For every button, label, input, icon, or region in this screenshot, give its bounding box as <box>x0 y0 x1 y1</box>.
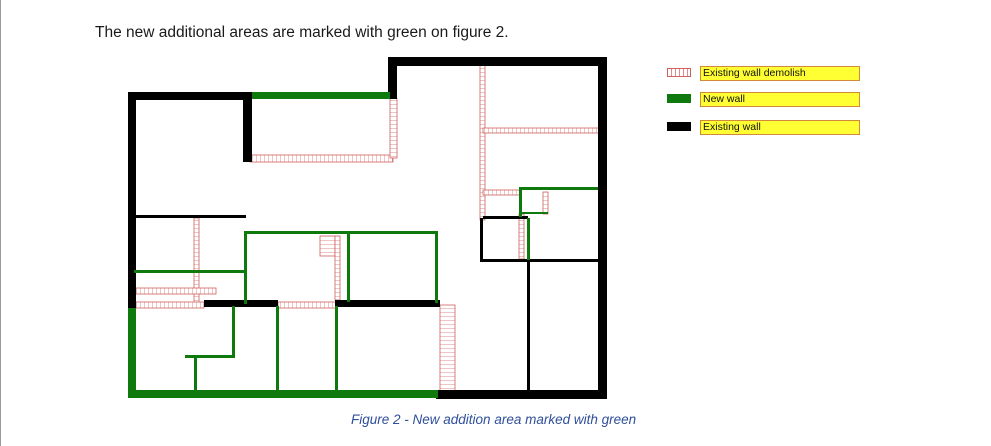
new-wall-swatch <box>667 94 691 103</box>
new-wall-right-vertical <box>519 187 522 217</box>
demolish-wall-top-horizontal <box>249 154 394 163</box>
new-wall-top <box>252 92 390 99</box>
existing-wall-inner-left-vertical <box>243 92 252 162</box>
new-wall-right-room-vertical <box>527 218 530 260</box>
existing-walls <box>128 57 607 399</box>
demolish-wall-right-vertical <box>479 61 486 221</box>
existing-wall-inner-lower-mid <box>335 300 440 307</box>
figure-caption: Figure 2 - New addition area marked with… <box>351 412 637 427</box>
demolish-wall-lower-left <box>135 301 205 309</box>
new-wall-bottom-horizontal-small <box>185 355 235 358</box>
new-wall-outer-bottom <box>128 390 438 398</box>
demolish-wall-bottom-vertical <box>439 304 456 394</box>
new-wall-bottom-vertical-2 <box>335 306 338 392</box>
demolish-wall-right-horizontal <box>482 127 601 134</box>
new-wall-center-right-vertical <box>435 231 438 303</box>
new-wall-center-mid-vertical <box>347 234 350 302</box>
existing-wall-outer-left <box>128 92 136 310</box>
existing-wall-right-mid-horizontal <box>483 216 528 219</box>
demolish-wall-upper-vertical <box>389 97 398 159</box>
new-wall-step-horizontal <box>522 212 548 214</box>
existing-wall-outer-right <box>598 57 607 399</box>
demolish-wall-step-vertical <box>542 191 549 215</box>
new-wall-bottom-vertical-4 <box>194 355 197 392</box>
legend-item-existing-wall: Existing wall <box>667 120 867 138</box>
demolish-wall-left-horizontal <box>135 287 217 295</box>
existing-wall-right-room-bottom <box>480 259 600 262</box>
demolish-walls <box>135 61 601 394</box>
legend-item-new-wall: New wall <box>667 92 867 110</box>
existing-wall-right-room-left <box>480 218 483 262</box>
existing-wall-outer-top-right <box>388 57 606 66</box>
existing-wall-inner-lower-left <box>204 300 278 307</box>
existing-wall-demolish-swatch <box>667 68 691 77</box>
demolish-wall-stair-block <box>319 235 336 257</box>
new-wall-bottom-vertical-1 <box>276 306 279 392</box>
existing-wall-left-mid <box>134 215 246 218</box>
legend-label-existing-wall-demolish: Existing wall demolish <box>700 66 860 81</box>
page-left-border <box>0 0 1 446</box>
new-wall-bottom-vertical-3 <box>232 306 235 358</box>
existing-wall-outer-bottom-right <box>436 390 607 399</box>
existing-wall-upper-block-left <box>388 57 397 99</box>
demolish-wall-stair-vertical <box>334 235 341 301</box>
legend-label-new-wall: New wall <box>700 92 860 107</box>
new-wall-center-left-vertical <box>244 231 247 304</box>
legend-label-existing-wall: Existing wall <box>700 120 860 135</box>
intro-paragraph: The new additional areas are marked with… <box>95 24 509 41</box>
existing-wall-outer-top-left <box>128 92 252 100</box>
demolish-wall-mid-horizontal <box>482 189 522 196</box>
new-wall-center-horizontal <box>244 231 438 234</box>
new-walls <box>128 92 598 398</box>
new-wall-outer-bottom-left <box>128 308 136 398</box>
demolish-wall-small-vertical <box>518 213 525 260</box>
new-wall-left-lower-horizontal <box>134 270 246 273</box>
legend-item-existing-wall-demolish: Existing wall demolish <box>667 66 867 84</box>
demolish-wall-lower-mid <box>277 301 337 309</box>
existing-wall-right-vertical-lower <box>527 259 530 393</box>
new-wall-right-horizontal <box>519 187 598 190</box>
existing-wall-swatch <box>667 122 691 131</box>
